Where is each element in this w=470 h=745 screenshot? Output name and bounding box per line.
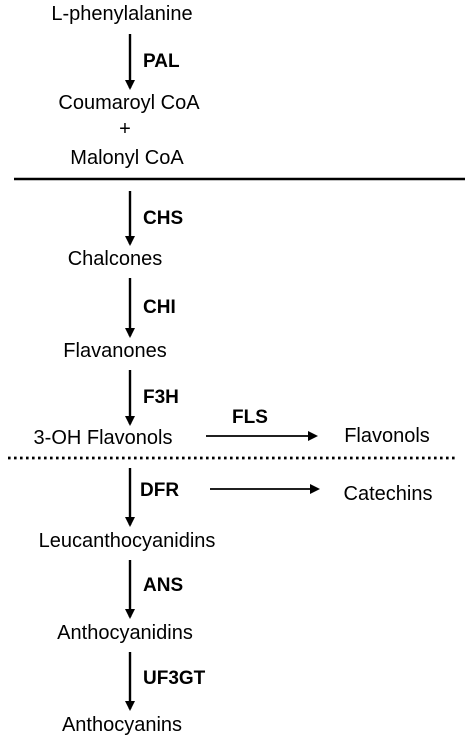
compound-anthocyanidins: Anthocyanidins	[57, 622, 193, 644]
enzyme-dfr: DFR	[140, 480, 180, 501]
enzyme-f3h: F3H	[143, 387, 179, 408]
enzyme-ans: ANS	[143, 575, 184, 596]
compound-flavonols: Flavonols	[344, 425, 430, 447]
compound-chalcones: Chalcones	[67, 248, 163, 270]
enzyme-chi: CHI	[143, 297, 176, 318]
enzyme-chs: CHS	[143, 208, 184, 229]
compound-flavanones: Flavanones	[63, 340, 167, 362]
compound-3-oh-flavonols: 3-OH Flavonols	[33, 427, 173, 449]
enzyme-fls: FLS	[232, 407, 268, 428]
compound-anthocyanins: Anthocyanins	[61, 714, 183, 736]
plus-sign: +	[119, 118, 131, 140]
compound-malonyl-coa: Malonyl CoA	[70, 147, 184, 169]
enzyme-pal: PAL	[143, 51, 180, 72]
compound-leucanthocyanidins: Leucanthocyanidins	[38, 530, 216, 552]
compound-l-phenylalanine: L-phenylalanine	[51, 3, 193, 25]
compound-catechins: Catechins	[343, 483, 433, 505]
enzyme-uf3gt: UF3GT	[143, 668, 206, 689]
compound-coumaroyl-coa: Coumaroyl CoA	[58, 92, 200, 114]
